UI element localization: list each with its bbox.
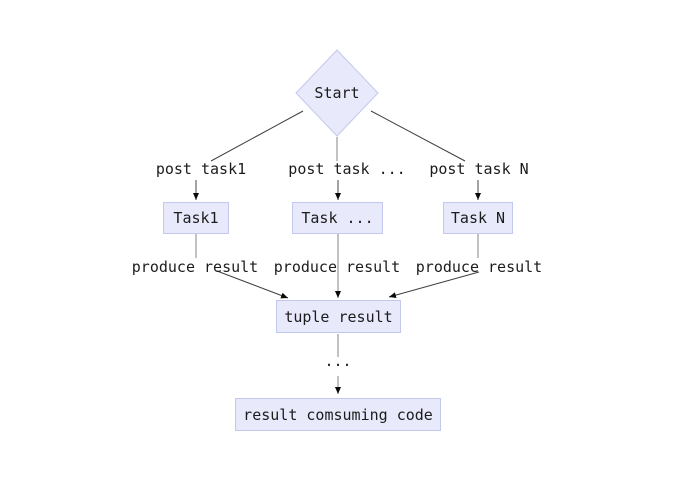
node-start-label: Start — [314, 84, 360, 102]
edge-produce1-to-tuple — [216, 270, 289, 299]
start-diamond-shape — [295, 49, 379, 137]
node-task-n: Task N — [443, 202, 513, 234]
edge-label-produce-result-1: produce result — [131, 258, 259, 276]
node-result-consuming-code: result comsuming code — [235, 398, 441, 431]
edge-start-to-post-task-n — [370, 110, 466, 162]
edge-start-to-post-task1 — [210, 110, 304, 162]
edge-label-post-task-mid: post task ... — [288, 160, 406, 178]
edge-label-produce-result-3: produce result — [415, 258, 543, 276]
edge-label-produce-result-2: produce result — [273, 258, 401, 276]
node-task1: Task1 — [163, 202, 229, 234]
edge-produce-n-to-tuple — [388, 271, 480, 299]
node-tuple-result: tuple result — [276, 300, 401, 333]
edge-label-post-task-n: post task N — [429, 160, 529, 178]
edge-label-ellipsis: ... — [324, 352, 352, 370]
edge-label-post-task1: post task1 — [155, 160, 247, 178]
node-task-mid: Task ... — [292, 202, 383, 234]
